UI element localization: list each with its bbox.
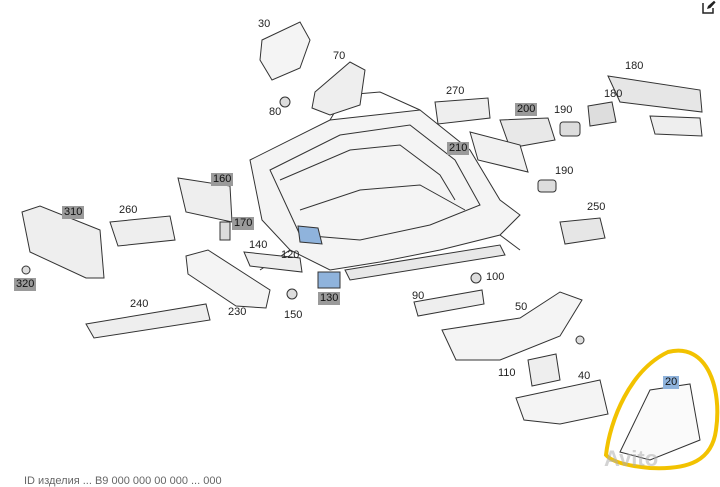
part-100-shape bbox=[470, 272, 482, 284]
part-140-shape bbox=[243, 251, 303, 273]
label-210[interactable]: 210 bbox=[447, 142, 470, 155]
part-190b-shape bbox=[537, 179, 557, 193]
label-320[interactable]: 320 bbox=[14, 278, 37, 291]
part-180a-shape bbox=[607, 75, 703, 113]
label-110[interactable]: 110 bbox=[498, 367, 516, 379]
part-120-shape bbox=[297, 225, 323, 245]
part-310-shape bbox=[21, 205, 105, 279]
part-230-shape bbox=[185, 249, 271, 309]
avito-watermark: Avito bbox=[604, 446, 659, 471]
part-id-caption: ID изделия ... В‍9 000 000 00 000 ... 00… bbox=[24, 475, 222, 487]
edit-pencil-icon[interactable] bbox=[702, 0, 716, 14]
part-320-shape bbox=[21, 265, 31, 275]
label-170[interactable]: 170 bbox=[232, 217, 255, 230]
part-80-shape bbox=[279, 96, 291, 108]
label-240[interactable]: 240 bbox=[130, 298, 149, 310]
part-60-shape bbox=[575, 335, 585, 345]
label-140[interactable]: 140 bbox=[249, 239, 268, 251]
part-30-shape bbox=[259, 21, 311, 81]
label-40[interactable]: 40 bbox=[578, 370, 591, 382]
label-90[interactable]: 90 bbox=[412, 290, 425, 302]
part-180c-shape bbox=[649, 115, 703, 137]
label-200[interactable]: 200 bbox=[515, 103, 538, 116]
label-50[interactable]: 50 bbox=[515, 301, 528, 313]
label-30[interactable]: 30 bbox=[258, 18, 271, 30]
label-120[interactable]: 120 bbox=[281, 249, 300, 261]
label-230[interactable]: 230 bbox=[228, 306, 247, 318]
part-200-shape bbox=[499, 117, 556, 149]
part-50-shape bbox=[441, 291, 583, 361]
label-260[interactable]: 260 bbox=[119, 204, 138, 216]
label-190b[interactable]: 190 bbox=[555, 165, 574, 177]
part-150-shape bbox=[286, 288, 298, 300]
label-310[interactable]: 310 bbox=[62, 206, 85, 219]
part-70-shape bbox=[311, 61, 366, 116]
part-170-shape bbox=[219, 221, 231, 241]
part-110-shape bbox=[527, 353, 561, 387]
part-240-shape bbox=[85, 303, 211, 339]
label-70[interactable]: 70 bbox=[333, 50, 346, 62]
part-40-shape bbox=[515, 379, 609, 425]
part-260-shape bbox=[109, 215, 176, 247]
label-20[interactable]: 20 bbox=[663, 376, 680, 389]
part-130-shape bbox=[317, 271, 341, 289]
label-100[interactable]: 100 bbox=[486, 271, 505, 283]
part-190a-shape bbox=[559, 121, 581, 137]
label-130[interactable]: 130 bbox=[318, 292, 341, 305]
label-270[interactable]: 270 bbox=[446, 85, 465, 97]
label-160[interactable]: 160 bbox=[211, 173, 234, 186]
part-90-shape bbox=[413, 289, 485, 317]
part-250-shape bbox=[559, 217, 606, 245]
label-180a[interactable]: 180 bbox=[625, 60, 644, 72]
part-180b-shape bbox=[587, 101, 617, 127]
label-190a[interactable]: 190 bbox=[554, 104, 573, 116]
part-270-shape bbox=[434, 97, 491, 125]
part-20-shape bbox=[619, 383, 701, 461]
label-150[interactable]: 150 bbox=[284, 309, 303, 321]
selection-highlight bbox=[603, 348, 720, 471]
label-250[interactable]: 250 bbox=[587, 201, 606, 213]
label-180b[interactable]: 180 bbox=[604, 88, 623, 100]
label-80[interactable]: 80 bbox=[269, 106, 282, 118]
part-210-shape bbox=[469, 131, 529, 173]
